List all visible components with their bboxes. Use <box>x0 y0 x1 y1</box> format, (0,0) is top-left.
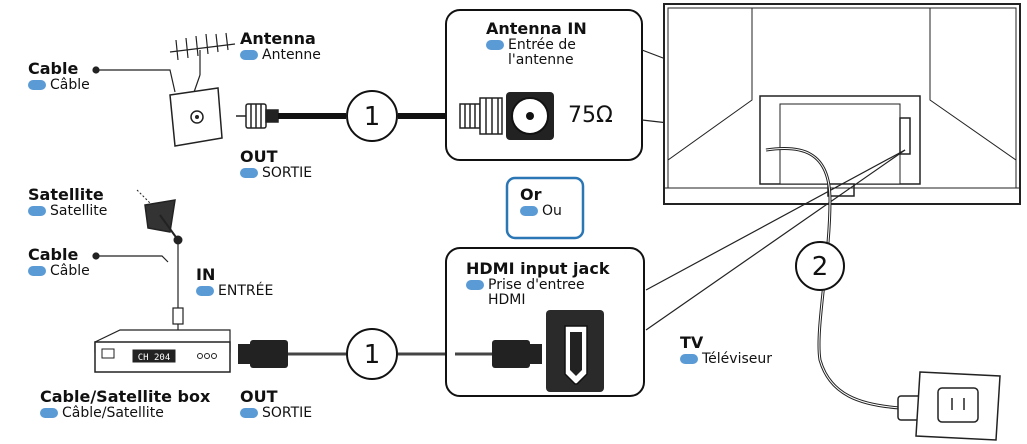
step-1-bottom-label: 1 <box>364 340 381 370</box>
out-bottom-label: OUT SORTIE <box>240 388 312 421</box>
step-2-circle <box>795 241 845 291</box>
cable-top-en: Cable <box>28 59 79 78</box>
cable-top-label: Cable Câble <box>28 60 90 93</box>
step-1-top-label: 1 <box>364 102 381 132</box>
box-en: Cable/Satellite box <box>40 387 211 406</box>
hdmi-fr-1: Prise d'entree <box>488 276 585 293</box>
satellite-dish-icon <box>136 189 183 245</box>
hdmi-plug-icon <box>238 340 288 368</box>
lang-dot <box>40 407 58 418</box>
out-bottom-fr: SORTIE <box>262 404 313 421</box>
cable-top-fr: Câble <box>50 76 90 93</box>
antenna-en: Antenna <box>240 29 316 48</box>
tv-label: TV Téléviseur <box>680 334 772 367</box>
hdmi-label: HDMI input jack Prise d'entree HDMI <box>466 260 609 308</box>
out-top-fr: SORTIE <box>262 164 313 181</box>
lang-dot <box>240 407 258 418</box>
antenna-in-en: Antenna IN <box>486 19 587 38</box>
cable-mid-fr: Câble <box>50 262 90 279</box>
out-top-en: OUT <box>240 147 278 166</box>
hdmi-fr-2: HDMI <box>488 291 526 308</box>
antenna-in-fr-2: l'antenne <box>508 51 574 68</box>
lang-dot <box>28 205 46 216</box>
antenna-label: Antenna Antenne <box>240 30 321 63</box>
out-bottom-en: OUT <box>240 387 278 406</box>
step-1-bottom-circle <box>346 328 398 380</box>
hdmi-port-icon <box>546 310 604 392</box>
lang-dot <box>240 49 258 60</box>
box-display: CH 204 <box>138 353 171 363</box>
box-fr: Câble/Satellite <box>62 404 164 421</box>
step-1-top-circle <box>346 90 398 142</box>
cable-mid-line <box>92 244 179 308</box>
wall-plate-icon <box>169 87 223 147</box>
cable-mid-label: Cable Câble <box>28 246 90 279</box>
satellite-label: Satellite Satellite <box>28 186 107 219</box>
box-label: Cable/Satellite box Câble/Satellite <box>40 388 210 421</box>
or-en: Or <box>520 185 542 204</box>
antenna-jack-icon <box>506 92 554 140</box>
cable-mid-en: Cable <box>28 245 79 264</box>
lang-dot <box>240 167 258 178</box>
lang-dot <box>486 39 504 50</box>
antenna-icon <box>169 32 236 96</box>
lang-dot <box>196 285 214 296</box>
lang-dot <box>466 279 484 290</box>
lang-dot <box>28 265 46 276</box>
antenna-fr: Antenne <box>262 46 321 63</box>
or-fr: Ou <box>542 202 562 219</box>
tv-back-icon <box>663 3 1021 205</box>
satellite-en: Satellite <box>28 185 104 204</box>
tv-en: TV <box>680 333 704 352</box>
hdmi-en: HDMI input jack <box>466 259 610 278</box>
coax-vertical-plug <box>172 307 184 332</box>
satellite-fr: Satellite <box>50 202 108 219</box>
antenna-in-fr-1: Entrée de <box>508 36 576 53</box>
coax-plug-right <box>459 97 503 135</box>
step-2-label: 2 <box>812 252 829 282</box>
coax-connector-icon <box>236 103 279 129</box>
in-fr: ENTRÉE <box>218 282 274 299</box>
antenna-in-label: Antenna IN Entrée de l'antenne <box>486 20 587 68</box>
lang-dot <box>520 205 538 216</box>
in-en: IN <box>196 265 216 284</box>
or-label: Or Ou <box>520 186 562 219</box>
cable-box-icon <box>94 329 231 373</box>
lang-dot <box>28 79 46 90</box>
or-box <box>505 176 585 240</box>
impedance-label: 75Ω <box>568 103 613 128</box>
in-label: IN ENTRÉE <box>196 266 273 299</box>
hdmi-plug-right <box>492 340 542 368</box>
cable-top-line <box>92 66 176 93</box>
wall-outlet-icon <box>915 371 1001 441</box>
out-top-label: OUT SORTIE <box>240 148 312 181</box>
tv-fr: Téléviseur <box>702 350 772 367</box>
lang-dot <box>680 353 698 364</box>
